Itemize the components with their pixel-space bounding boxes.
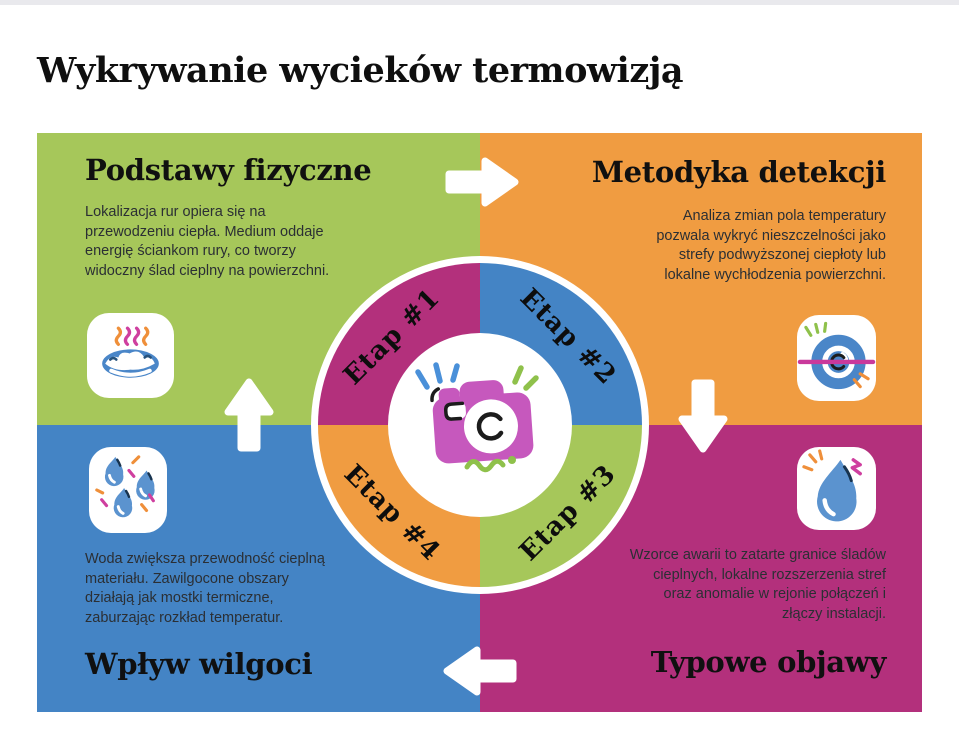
- stage-wheel: Etap #1 Etap #2 Etap #3 Etap #4: [310, 255, 650, 595]
- body-typowe-objawy: Wzorce awarii to zatarte granice śladów …: [629, 547, 886, 622]
- hot-spring-icon: [87, 313, 174, 398]
- page-title: Wykrywanie wycieków termowizją: [37, 50, 684, 91]
- body-wplyw-wilgoci: Woda zwiększa przewodność cieplną materi…: [85, 551, 325, 626]
- arrow-left-icon: [441, 643, 521, 699]
- camera-flash-blue-dashes: [415, 362, 460, 390]
- heading-wplyw-wilgoci: Wpływ wilgoci: [85, 647, 313, 681]
- thermal-lens-icon: [797, 315, 876, 401]
- heading-metodyka-detekcji: Metodyka detekcji: [591, 155, 886, 189]
- droplets-icon: [89, 447, 167, 533]
- infographic-canvas: Podstawy fizyczne Lokalizacja rur opiera…: [37, 133, 922, 712]
- arrow-right-icon: [441, 154, 521, 210]
- camera-icon: [415, 362, 539, 473]
- heading-podstawy-fizyczne: Podstawy fizyczne: [85, 153, 372, 187]
- camera-dot: [508, 456, 516, 464]
- arrow-down-icon: [675, 375, 731, 455]
- body-metodyka-detekcji: Analiza zmian pola temperatury pozwala w…: [656, 208, 886, 283]
- arrow-up-icon: [221, 376, 277, 456]
- camera-flash-green-dashes: [512, 365, 539, 391]
- top-bar: [0, 0, 959, 5]
- heading-typowe-objawy: Typowe objawy: [650, 645, 887, 679]
- body-podstawy-fizyczne: Lokalizacja rur opiera się na przewodzen…: [85, 204, 330, 279]
- camera-squiggle: [464, 458, 506, 473]
- droplet-icon: [797, 447, 876, 530]
